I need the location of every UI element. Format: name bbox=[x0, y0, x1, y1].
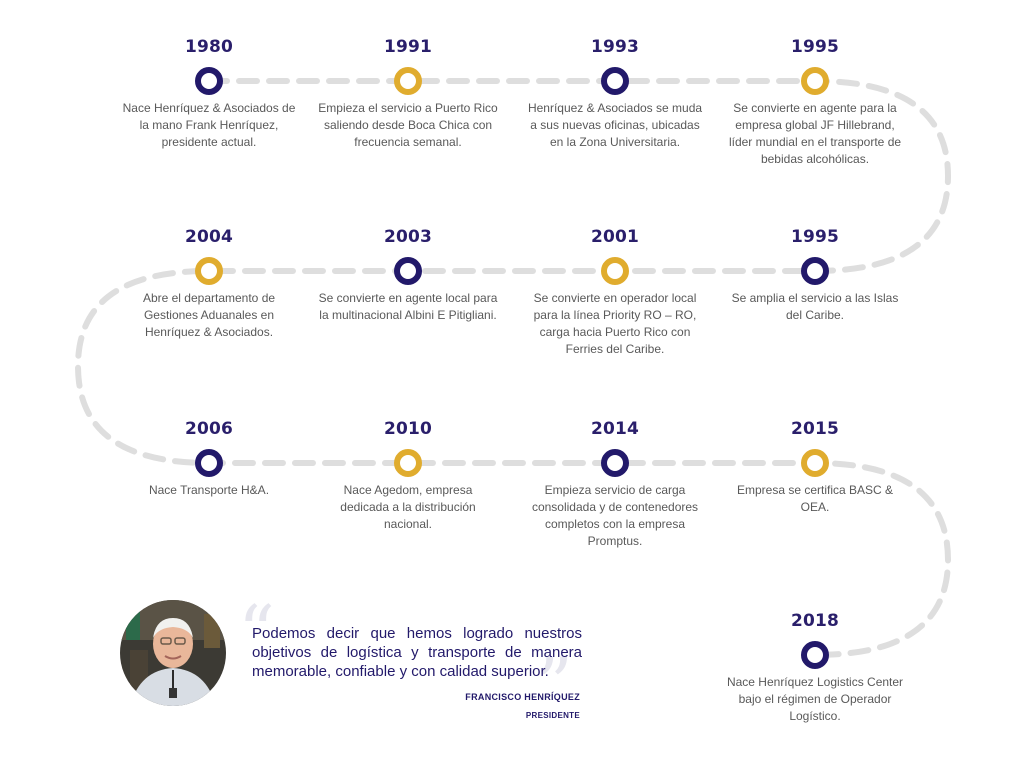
milestone-dot bbox=[801, 257, 829, 285]
milestone-description: Empieza el servicio a Puerto Rico salien… bbox=[318, 101, 498, 149]
milestone-year: 2001 bbox=[590, 227, 640, 247]
quote-text: Podemos decir que hemos logrado nuestros… bbox=[252, 625, 582, 680]
milestone-dot bbox=[601, 257, 629, 285]
milestone-description: Nace Henríquez Logistics Center bajo el … bbox=[726, 675, 904, 723]
quote-author-name: FRANCISCO HENRÍQUEZ bbox=[465, 692, 580, 702]
milestone-year: 1995 bbox=[790, 37, 840, 57]
milestone-description: Se convierte en agente local para la mul… bbox=[318, 291, 498, 322]
milestone-year: 2018 bbox=[790, 611, 840, 631]
milestone-dot bbox=[601, 67, 629, 95]
milestone-dot bbox=[601, 449, 629, 477]
milestone-dot bbox=[195, 449, 223, 477]
milestone-year: 1980 bbox=[184, 37, 234, 57]
milestone-dot bbox=[195, 257, 223, 285]
quote-author-role: PRESIDENTE bbox=[525, 711, 580, 720]
milestone-dot bbox=[394, 67, 422, 95]
avatar bbox=[120, 600, 226, 706]
milestone-description: Abre el departamento de Gestiones Aduana… bbox=[142, 291, 276, 339]
milestone-dot bbox=[195, 67, 223, 95]
milestone-description: Se convierte en operador local para la l… bbox=[533, 291, 697, 356]
milestone-description: Henríquez & Asociados se muda a sus nuev… bbox=[527, 101, 703, 149]
milestone-dot bbox=[801, 67, 829, 95]
milestone-description: Empresa se certifica BASC & OEA. bbox=[736, 483, 894, 514]
milestone-description: Se convierte en agente para la empresa g… bbox=[728, 101, 902, 166]
milestone-year: 1993 bbox=[590, 37, 640, 57]
quote-open-mark: “ bbox=[238, 590, 275, 674]
milestone-year: 2010 bbox=[383, 419, 433, 439]
milestone-year: 2015 bbox=[790, 419, 840, 439]
milestone-year: 2003 bbox=[383, 227, 433, 247]
milestone-year: 1991 bbox=[383, 37, 433, 57]
milestone-description: Se amplia el servicio a las Islas del Ca… bbox=[731, 291, 899, 322]
milestone-description: Nace Agedom, empresa dedicada a la distr… bbox=[340, 483, 476, 531]
quote-close-mark: ” bbox=[536, 642, 573, 726]
milestone-year: 2006 bbox=[184, 419, 234, 439]
milestone-year: 2014 bbox=[590, 419, 640, 439]
milestone-year: 1995 bbox=[790, 227, 840, 247]
milestone-description: Empieza servicio de carga consolidada y … bbox=[531, 483, 699, 548]
milestone-dot bbox=[394, 257, 422, 285]
milestone-description: Nace Transporte H&A. bbox=[148, 483, 270, 497]
milestone-dot bbox=[394, 449, 422, 477]
milestone-description: Nace Henríquez & Asociados de la mano Fr… bbox=[122, 101, 296, 149]
milestone-year: 2004 bbox=[184, 227, 234, 247]
milestone-dot bbox=[801, 641, 829, 669]
milestone-dot bbox=[801, 449, 829, 477]
